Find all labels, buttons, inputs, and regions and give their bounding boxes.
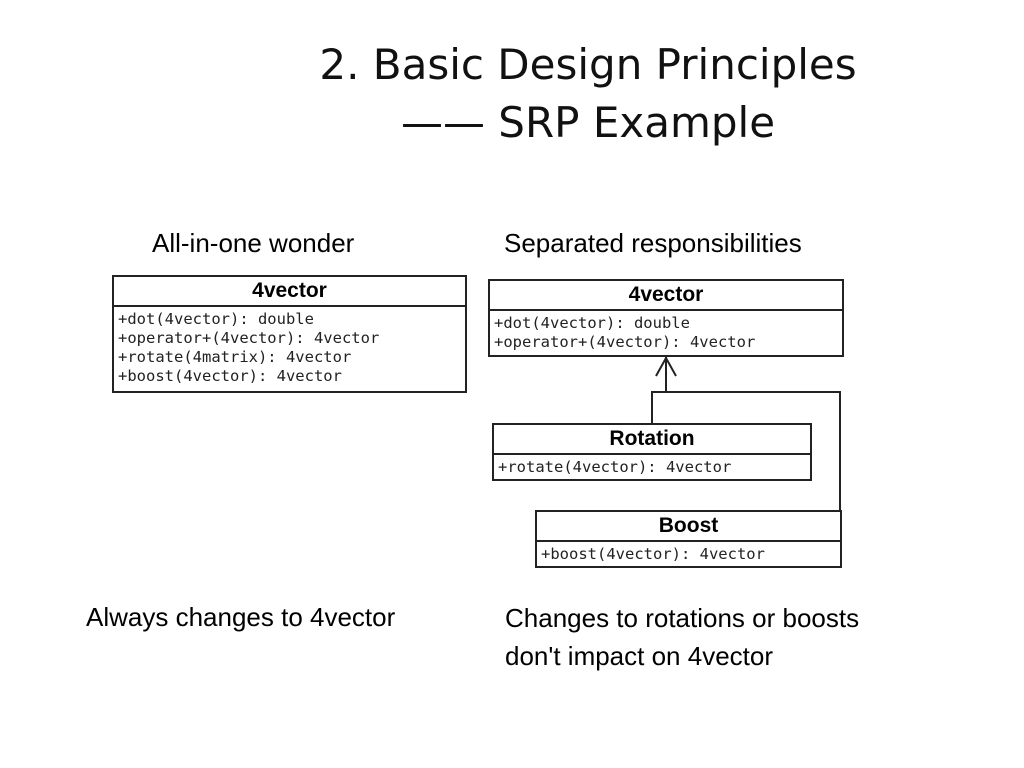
uml-class-name: 4vector [490, 281, 842, 311]
uml-method: +dot(4vector): double [494, 314, 690, 332]
right-caption-line2: don't impact on 4vector [505, 641, 773, 671]
uml-class-name: 4vector [114, 277, 465, 307]
uml-method: +operator+(4vector): 4vector [494, 333, 756, 351]
uml-class-name: Boost [537, 512, 840, 542]
slide-title-line1: 2. Basic Design Principles [319, 40, 857, 89]
uml-method-list: +rotate(4vector): 4vector [494, 455, 810, 477]
uml-method: +rotate(4matrix): 4vector [118, 348, 352, 366]
uml-method: +boost(4vector): 4vector [118, 367, 342, 385]
uml-method-list: +boost(4vector): 4vector [537, 542, 840, 564]
uml-method: +operator+(4vector): 4vector [118, 329, 380, 347]
left-heading: All-in-one wonder [152, 228, 355, 258]
slide-title: 2. Basic Design Principles —— SRP Exampl… [200, 36, 976, 152]
uml-method: +boost(4vector): 4vector [541, 545, 765, 563]
uml-class-4vector-base: 4vector +dot(4vector): double +operator+… [488, 279, 844, 357]
slide-title-line2: —— SRP Example [400, 98, 776, 147]
uml-method-list: +dot(4vector): double +operator+(4vector… [490, 311, 842, 352]
uml-class-boost: Boost +boost(4vector): 4vector [535, 510, 842, 568]
inheritance-arrowhead [655, 355, 677, 377]
uml-class-name: Rotation [494, 425, 810, 455]
right-heading: Separated responsibilities [504, 228, 802, 258]
uml-method-list: +dot(4vector): double +operator+(4vector… [114, 307, 465, 386]
right-caption-line1: Changes to rotations or boosts [505, 603, 860, 633]
uml-class-rotation: Rotation +rotate(4vector): 4vector [492, 423, 812, 481]
left-caption: Always changes to 4vector [86, 602, 396, 632]
uml-class-4vector-all-in-one: 4vector +dot(4vector): double +operator+… [112, 275, 467, 393]
uml-method: +rotate(4vector): 4vector [498, 458, 732, 476]
inheritance-line [651, 391, 841, 512]
uml-method: +dot(4vector): double [118, 310, 314, 328]
